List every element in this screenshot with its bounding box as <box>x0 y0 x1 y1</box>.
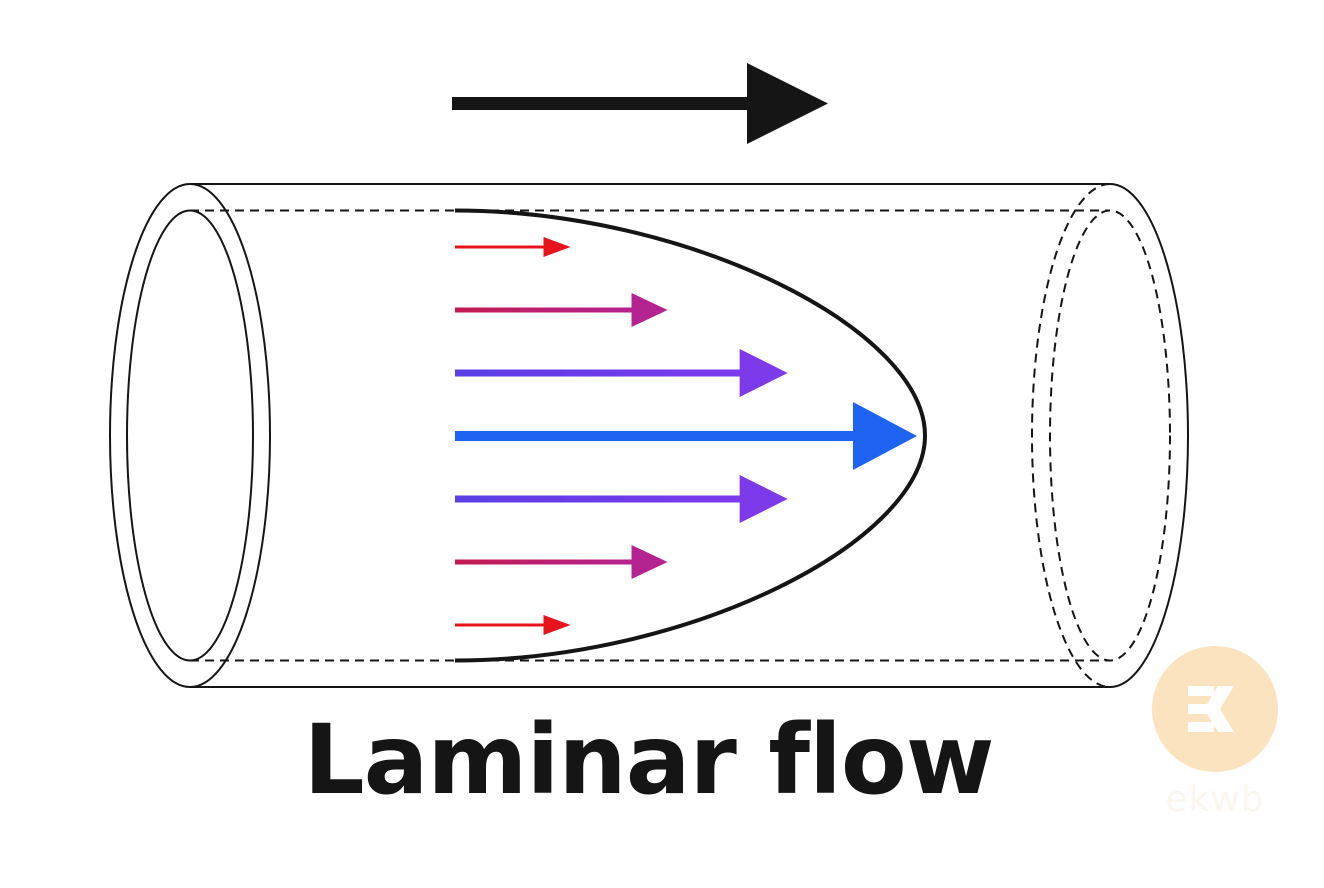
pipe-outlet-back-rim <box>1031 183 1111 688</box>
right-arrow-icon <box>452 63 828 144</box>
velocity-arrow-center <box>455 402 917 470</box>
pipe-inlet-inner-rim <box>126 209 254 662</box>
velocity-arrow-head <box>853 402 917 470</box>
watermark-text: ekwb <box>1165 779 1265 820</box>
velocity-arrow-shaft <box>455 495 742 503</box>
velocity-arrow-head <box>739 349 788 397</box>
velocity-arrows <box>455 237 917 635</box>
ekwb-logo-icon <box>1152 646 1278 772</box>
velocity-arrow-shaft <box>455 369 742 377</box>
velocity-arrow-edge <box>455 615 571 635</box>
velocity-arrow-shaft <box>455 623 546 627</box>
pipe-outlet-inner-rim <box>1049 209 1171 662</box>
pipe <box>109 183 1189 688</box>
velocity-arrow-shaft <box>455 431 855 441</box>
velocity-arrow-mid <box>455 545 668 579</box>
velocity-arrow-inner <box>455 349 788 397</box>
velocity-arrow-head <box>739 475 788 523</box>
velocity-arrow-head <box>543 615 571 635</box>
velocity-arrow-shaft <box>455 559 634 565</box>
velocity-arrow-head <box>631 293 668 327</box>
velocity-arrow-inner <box>455 475 788 523</box>
velocity-arrow-shaft <box>455 245 546 249</box>
velocity-arrow-shaft <box>455 307 634 313</box>
velocity-arrow-edge <box>455 237 571 257</box>
pipe-inlet-outer-rim <box>109 183 271 688</box>
pipe-outlet-outer-rim <box>1109 183 1189 688</box>
diagram-title: Laminar flow <box>303 704 994 816</box>
velocity-arrow-head <box>543 237 571 257</box>
velocity-profile-curve <box>454 208 928 663</box>
velocity-arrow-head <box>631 545 668 579</box>
velocity-arrow-mid <box>455 293 668 327</box>
